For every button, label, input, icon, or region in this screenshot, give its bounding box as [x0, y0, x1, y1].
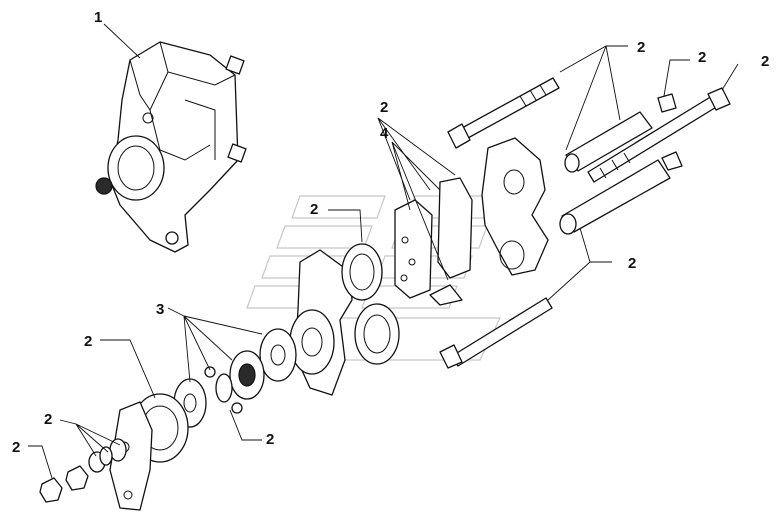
- callout-2-mid-a: 2: [380, 99, 388, 116]
- callout-2-top-right-a: 2: [637, 39, 645, 56]
- right-bolt: [587, 87, 731, 183]
- callout-2-top-right-b: 2: [698, 49, 706, 66]
- callout-2-left-c: 2: [12, 439, 20, 456]
- caliper-bracket: [481, 137, 549, 276]
- callout-2-mid-left: 2: [310, 201, 318, 218]
- callout-2-top-right-c: 2: [761, 53, 769, 70]
- callout-2-left-a: 2: [84, 333, 92, 350]
- callout-4: 4: [380, 125, 389, 142]
- callout-2-center-low: 2: [266, 431, 274, 448]
- nuts-washers: [39, 446, 113, 503]
- callout-1: 1: [94, 9, 102, 26]
- piston-stack: [173, 309, 335, 428]
- hub-assembly: [109, 393, 189, 511]
- callout-3: 3: [156, 301, 164, 318]
- brake-pads: [394, 177, 473, 306]
- callout-2-right-lower: 2: [628, 255, 636, 272]
- callout-2-left-b: 2: [44, 411, 52, 428]
- assembled-caliper: [95, 41, 247, 253]
- sleeves: [559, 93, 683, 235]
- upper-bolt: [447, 77, 560, 149]
- leader-lines: [28, 23, 739, 479]
- lower-bolt: [439, 297, 553, 369]
